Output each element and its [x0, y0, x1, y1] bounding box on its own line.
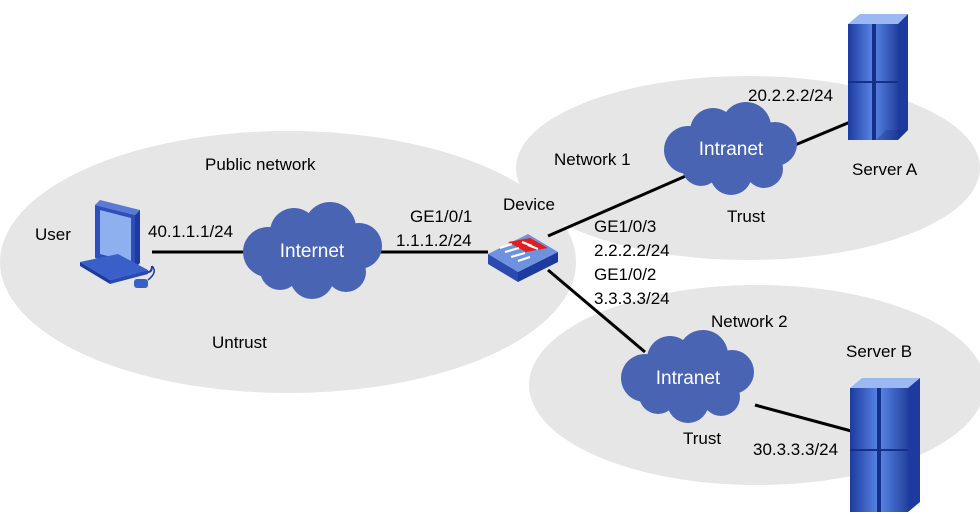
link-device-intranet1	[547, 173, 689, 238]
untrust-zone-label: Untrust	[212, 333, 267, 352]
server-a-icon	[848, 14, 908, 140]
user-pc-icon	[80, 200, 155, 288]
network-2-zone-label: Trust	[683, 429, 721, 448]
firewall-device-icon	[488, 234, 558, 282]
ge2-ip-label: 3.3.3.3/24	[594, 289, 670, 308]
ge3-ip-label: 2.2.2.2/24	[594, 241, 670, 260]
user-label: User	[35, 225, 71, 244]
public-network-label: Public network	[205, 155, 316, 174]
intranet-1-cloud	[664, 102, 797, 195]
network-1-label: Network 1	[554, 150, 631, 169]
device-label: Device	[503, 195, 555, 214]
internet-cloud	[243, 202, 382, 299]
ge1-interface-label: GE1/0/1	[410, 207, 472, 226]
ge2-interface-label: GE1/0/2	[594, 265, 656, 284]
server-b-ip-label: 30.3.3.3/24	[753, 440, 838, 459]
ge1-ip-label: 1.1.1.2/24	[396, 231, 472, 250]
network-2-label: Network 2	[711, 312, 788, 331]
server-b-label: Server B	[846, 342, 912, 361]
server-a-label: Server A	[852, 160, 918, 179]
links	[152, 118, 856, 434]
ge3-interface-label: GE1/0/3	[594, 217, 656, 236]
intranet-2-cloud	[621, 330, 754, 423]
server-b-icon	[850, 378, 920, 512]
internet-label: Internet	[280, 241, 345, 262]
user-ip-label: 40.1.1.1/24	[148, 222, 233, 241]
intranet-2-label: Intranet	[656, 368, 721, 389]
network-1-zone-label: Trust	[727, 207, 765, 226]
link-device-intranet2	[547, 268, 646, 354]
intranet-1-label: Intranet	[699, 139, 764, 160]
link-intranet2-serverb	[754, 403, 856, 434]
server-a-ip-label: 20.2.2.2/24	[748, 86, 833, 105]
